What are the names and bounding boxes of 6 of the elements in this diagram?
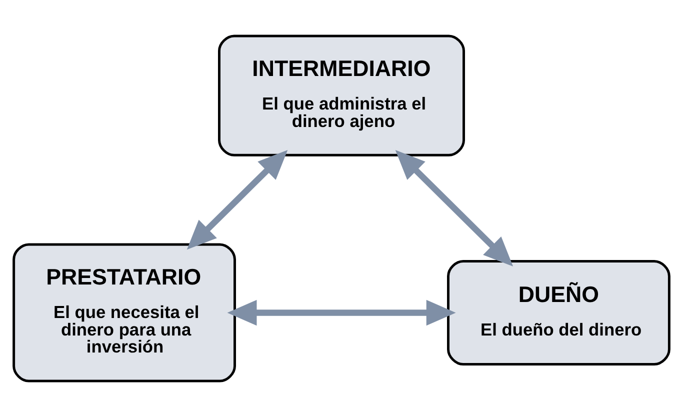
node-box: INTERMEDIARIO El que administra el dinero ajeno bbox=[218, 34, 465, 156]
arrow bbox=[186, 150, 288, 250]
arrow bbox=[395, 150, 514, 266]
node-box: DUEÑO El dueño del dinero bbox=[447, 260, 670, 366]
arrow bbox=[227, 300, 456, 326]
node-box: PRESTATARIO El que necesita el dinero para una inversión bbox=[12, 243, 236, 382]
